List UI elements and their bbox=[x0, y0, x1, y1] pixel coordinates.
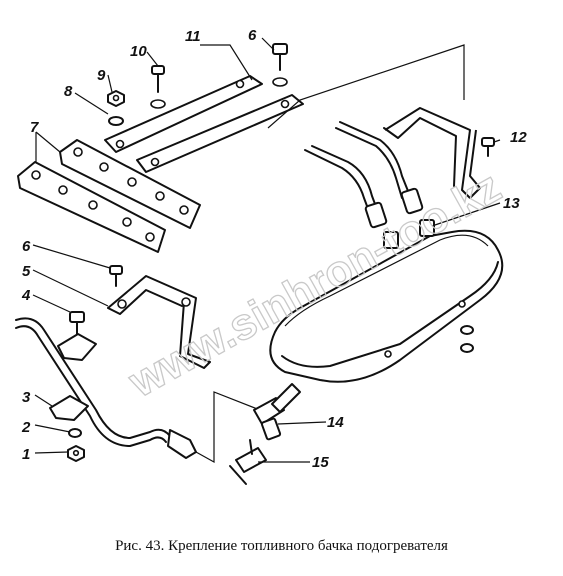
fuel-pipe bbox=[15, 317, 261, 464]
valve-15 bbox=[229, 439, 267, 485]
clamp-3 bbox=[49, 395, 89, 421]
bolt-12 bbox=[481, 137, 495, 157]
washer-2 bbox=[68, 428, 82, 438]
clamp-4 bbox=[57, 311, 97, 361]
callout-13: 13 bbox=[503, 195, 520, 212]
figure-caption: Рис. 43. Крепление топливного бачка подо… bbox=[115, 538, 448, 554]
bolt-6-top bbox=[272, 43, 288, 87]
callout-5: 5 bbox=[22, 263, 31, 280]
callout-6-top: 6 bbox=[248, 27, 257, 44]
fuel-lines bbox=[304, 121, 424, 229]
callout-7: 7 bbox=[30, 119, 39, 136]
callout-11: 11 bbox=[185, 28, 201, 45]
callout-2: 2 bbox=[21, 419, 31, 436]
bolt-6-lower bbox=[109, 265, 123, 287]
callout-14: 14 bbox=[327, 414, 344, 431]
callout-3: 3 bbox=[22, 389, 31, 406]
fitting-14 bbox=[253, 383, 301, 441]
callout-15: 15 bbox=[312, 454, 329, 471]
nut-9 bbox=[107, 90, 125, 107]
callout-6-lower: 6 bbox=[22, 238, 31, 255]
washer-8 bbox=[108, 116, 124, 126]
fuel-tank bbox=[269, 219, 504, 383]
callout-1: 1 bbox=[22, 446, 30, 463]
bracket-5 bbox=[107, 275, 211, 369]
bolt-10 bbox=[150, 65, 166, 109]
callout-9: 9 bbox=[97, 67, 106, 84]
callout-12: 12 bbox=[510, 129, 527, 146]
callout-4: 4 bbox=[21, 287, 31, 304]
leader-lines bbox=[32, 37, 501, 463]
mounting-strap-7 bbox=[17, 139, 201, 253]
mounting-bar-11 bbox=[104, 75, 304, 173]
callout-labels: 1 2 3 4 5 6 6 7 8 9 10 11 12 13 14 15 bbox=[21, 27, 527, 471]
bracket-12 bbox=[383, 107, 481, 199]
callout-8: 8 bbox=[64, 83, 73, 100]
callout-10: 10 bbox=[130, 43, 147, 60]
nut-1 bbox=[67, 445, 85, 462]
